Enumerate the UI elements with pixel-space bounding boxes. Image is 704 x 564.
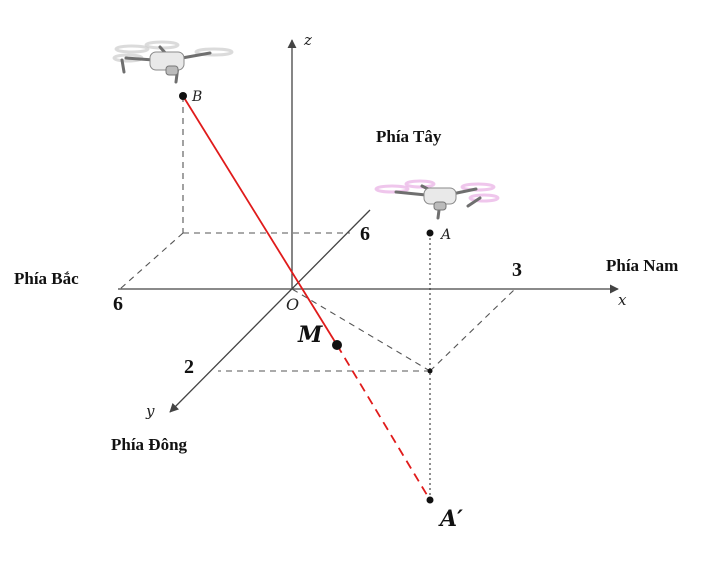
direction-south: Phía Nam <box>606 256 678 275</box>
guide-a-proj-to-origin <box>291 288 431 372</box>
drone-icon <box>374 179 500 220</box>
point-a-label: A <box>439 227 451 243</box>
z-axis-label: z <box>303 31 312 49</box>
point-a-projection <box>427 368 433 374</box>
point-m-label: M <box>297 322 323 348</box>
tick-neg-x: 6 <box>113 293 123 315</box>
y-axis-label: y <box>145 402 155 420</box>
point-a <box>426 229 434 237</box>
point-b-label: B <box>191 89 202 105</box>
tick-neg-y: 6 <box>360 223 370 245</box>
point-b <box>179 92 187 100</box>
direction-north: Phía Bắc <box>14 269 79 288</box>
origin-label: O <box>286 295 299 314</box>
segment-b-m <box>182 95 338 346</box>
direction-west: Phía Tây <box>376 127 442 146</box>
segment-m-a-prime <box>336 344 431 501</box>
y-axis <box>169 209 371 413</box>
direction-east: Phía Đông <box>111 435 188 454</box>
point-a-prime-label: A′ <box>438 506 463 532</box>
drone-icon <box>112 40 234 84</box>
point-a-prime <box>426 496 434 504</box>
guide-a-proj-to-x <box>429 288 516 372</box>
point-m <box>332 340 342 350</box>
tick-x: 3 <box>512 259 522 281</box>
tick-y: 2 <box>184 356 194 378</box>
x-axis-label: x <box>618 291 627 309</box>
guide-b-to-neg-x <box>119 232 184 290</box>
